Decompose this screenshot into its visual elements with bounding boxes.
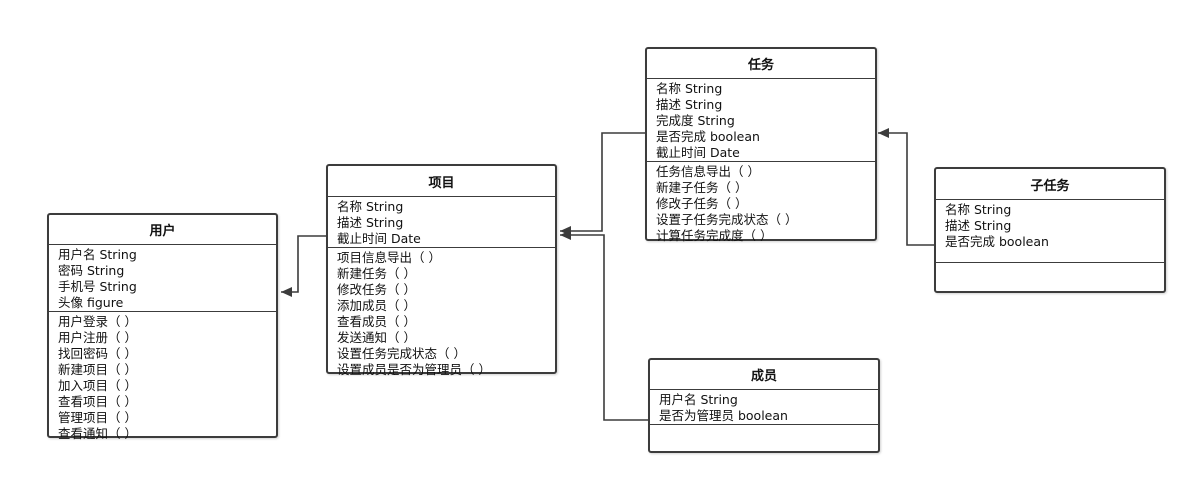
method: 发送通知（ ） — [337, 330, 416, 345]
method: 项目信息导出（ ） — [337, 250, 441, 265]
attribute: 用户名 String — [58, 247, 137, 262]
class-subtask-name: 子任务 — [936, 169, 1164, 200]
attribute: 是否为管理员 boolean — [659, 408, 788, 423]
class-member: 成员 用户名 String 是否为管理员 boolean — [648, 358, 880, 453]
method: 设置任务完成状态（ ） — [337, 346, 466, 361]
class-project-attributes: 名称 String 描述 String 截止时间 Date — [328, 197, 555, 247]
class-user-attributes: 用户名 String 密码 String 手机号 String 头像 figur… — [49, 245, 276, 311]
method: 管理项目（ ） — [58, 410, 137, 425]
method: 查看成员（ ） — [337, 314, 416, 329]
method: 用户登录（ ） — [58, 314, 137, 329]
attribute: 是否完成 boolean — [656, 129, 760, 144]
attribute: 名称 String — [337, 199, 404, 214]
link-task-to-project — [560, 132, 647, 236]
class-subtask-attributes: 名称 String 描述 String 是否完成 boolean — [936, 200, 1164, 262]
method: 查看项目（ ） — [58, 394, 137, 409]
method: 新建项目（ ） — [58, 362, 137, 377]
attribute: 截止时间 Date — [337, 231, 421, 246]
method: 设置子任务完成状态（ ） — [656, 212, 798, 227]
method: 新建任务（ ） — [337, 266, 416, 281]
link-member-to-project — [560, 230, 650, 421]
attribute: 描述 String — [945, 218, 1012, 233]
class-member-name: 成员 — [650, 360, 878, 390]
class-user-methods: 用户登录（ ） 用户注册（ ） 找回密码（ ） 新建项目（ ） 加入项目（ ） … — [49, 311, 276, 442]
method: 设置成员是否为管理员（ ） — [337, 362, 491, 377]
attribute: 密码 String — [58, 263, 125, 278]
attribute: 截止时间 Date — [656, 145, 740, 160]
class-member-methods — [650, 424, 878, 427]
method: 查看通知（ ） — [58, 426, 137, 441]
attribute: 手机号 String — [58, 279, 137, 294]
class-task-methods: 任务信息导出（ ） 新建子任务（ ） 修改子任务（ ） 设置子任务完成状态（ ）… — [647, 161, 875, 244]
method: 找回密码（ ） — [58, 346, 137, 361]
attribute: 头像 figure — [58, 295, 124, 310]
method: 修改任务（ ） — [337, 282, 416, 297]
link-subtask-to-task — [878, 128, 936, 246]
method: 新建子任务（ ） — [656, 180, 748, 195]
class-member-attributes: 用户名 String 是否为管理员 boolean — [650, 390, 878, 424]
attribute: 完成度 String — [656, 113, 735, 128]
attribute: 名称 String — [945, 202, 1012, 217]
class-subtask: 子任务 名称 String 描述 String 是否完成 boolean — [934, 167, 1166, 293]
method: 任务信息导出（ ） — [656, 164, 760, 179]
attribute: 描述 String — [337, 215, 404, 230]
attribute: 是否完成 boolean — [945, 234, 1049, 249]
class-task: 任务 名称 String 描述 String 完成度 String 是否完成 b… — [645, 47, 877, 244]
method: 用户注册（ ） — [58, 330, 137, 345]
method: 加入项目（ ） — [58, 378, 137, 393]
class-task-attributes: 名称 String 描述 String 完成度 String 是否完成 bool… — [647, 79, 875, 161]
link-project-to-user — [281, 235, 327, 297]
method: 计算任务完成度（ ） — [656, 228, 773, 243]
class-project-methods: 项目信息导出（ ） 新建任务（ ） 修改任务（ ） 添加成员（ ） 查看成员（ … — [328, 247, 555, 378]
class-project: 项目 名称 String 描述 String 截止时间 Date 项目信息导出（… — [326, 164, 557, 377]
class-user: 用户 用户名 String 密码 String 手机号 String 头像 fi… — [47, 213, 278, 441]
attribute: 描述 String — [656, 97, 723, 112]
class-project-name: 项目 — [328, 166, 555, 197]
method: 添加成员（ ） — [337, 298, 416, 313]
class-subtask-methods — [936, 262, 1164, 265]
class-task-name: 任务 — [647, 49, 875, 79]
class-user-name: 用户 — [49, 215, 276, 245]
attribute: 名称 String — [656, 81, 723, 96]
method: 修改子任务（ ） — [656, 196, 748, 211]
attribute: 用户名 String — [659, 392, 738, 407]
